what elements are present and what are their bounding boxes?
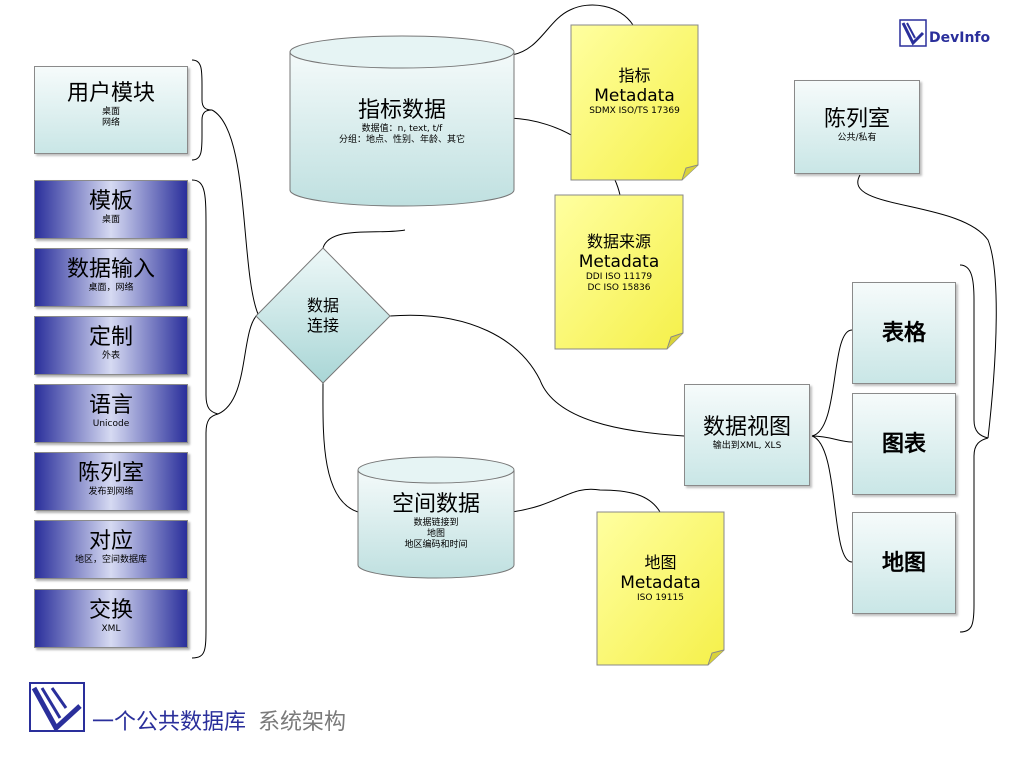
module-title: 陈列室 xyxy=(77,461,144,486)
footer-title: 一个公共数据库系统架构 xyxy=(92,704,346,736)
gallery-title: 陈列室 xyxy=(823,107,890,132)
source-meta-label: Metadata xyxy=(578,252,660,272)
indicator-metadata-note xyxy=(570,24,699,181)
output-chart-box: 图表 xyxy=(852,393,956,495)
module-data-entry: 数据输入 桌面，网络 xyxy=(34,248,188,307)
devinfo-logo-icon xyxy=(899,19,927,47)
indicator-db-text: 指标数据 数据值：n, text, t/f 分组：地点、性别、年龄、其它 xyxy=(290,98,514,146)
map-meta-title: 地图 xyxy=(644,553,677,572)
gallery-box: 陈列室 公共/私有 xyxy=(794,80,920,174)
line-gallery-to-brace xyxy=(857,174,997,439)
footer-main-title: 一个公共数据库 xyxy=(92,710,247,735)
spatial-db-text: 空间数据 数据链接到 地图 地区编码和时间 xyxy=(358,492,514,551)
source-meta-std1: DDI ISO 11179 xyxy=(585,272,653,282)
spatial-db-title: 空间数据 xyxy=(391,492,480,517)
module-exchange: 交换 XML xyxy=(34,589,188,648)
user-module-box: 用户模块 桌面 网络 xyxy=(34,66,188,154)
indicator-database xyxy=(289,35,515,207)
output-table-box: 表格 xyxy=(852,282,956,384)
brace-left-modules xyxy=(191,179,219,659)
line-diamond-to-spatial xyxy=(322,381,359,513)
map-meta-label: Metadata xyxy=(620,573,701,593)
module-title: 数据输入 xyxy=(66,257,155,282)
brace-outputs xyxy=(959,264,989,633)
indicator-meta-title: 指标 xyxy=(618,66,651,85)
module-title: 模板 xyxy=(88,189,133,214)
source-metadata-note xyxy=(554,194,684,350)
module-sub: 桌面，网络 xyxy=(88,283,134,293)
data-connect-text: 数据 连接 xyxy=(283,296,363,336)
devinfo-logo-text: DevInfo xyxy=(929,30,991,46)
output-map-title: 地图 xyxy=(881,551,926,576)
indicator-meta-label: Metadata xyxy=(594,86,675,106)
source-meta-std2: DC ISO 15836 xyxy=(587,283,651,293)
data-view-sub: 输出到XML, XLS xyxy=(712,441,782,451)
indicator-db-line2: 分组：地点、性别、年龄、其它 xyxy=(338,135,465,145)
footer-logo-icon xyxy=(29,682,85,732)
indicator-meta-text: 指标 Metadata SDMX ISO/TS 17369 xyxy=(571,66,698,117)
indicator-meta-std: SDMX ISO/TS 17369 xyxy=(589,106,680,116)
module-sub: 外表 xyxy=(101,351,120,361)
module-gallery: 陈列室 发布到网络 xyxy=(34,452,188,511)
source-meta-title: 数据来源 xyxy=(586,232,651,251)
output-map-box: 地图 xyxy=(852,512,956,614)
line-dataview-to-chart xyxy=(811,435,853,443)
line-modules-to-diamond xyxy=(217,313,259,415)
data-connect-diamond xyxy=(255,247,391,384)
source-meta-text: 数据来源 Metadata DDI ISO 11179 DC ISO 15836 xyxy=(555,232,683,294)
line-spatial-to-mapmeta xyxy=(511,488,661,513)
module-template: 模板 桌面 xyxy=(34,180,188,239)
module-title: 对应 xyxy=(88,529,133,554)
indicator-db-title: 指标数据 xyxy=(357,98,446,123)
data-view-title: 数据视图 xyxy=(702,415,791,440)
output-table-title: 表格 xyxy=(881,321,926,346)
spatial-db-line3: 地区编码和时间 xyxy=(404,540,468,550)
line-indicator-to-meta xyxy=(511,4,634,56)
line-diamond-to-indicator xyxy=(322,229,406,249)
gallery-sub: 公共/私有 xyxy=(837,133,877,143)
module-mapping: 对应 地区，空间数据库 xyxy=(34,520,188,579)
line-dataview-to-table xyxy=(811,329,853,437)
module-sub: 发布到网络 xyxy=(88,487,134,497)
map-meta-text: 地图 Metadata ISO 19115 xyxy=(597,553,724,604)
module-sub: Unicode xyxy=(92,419,130,429)
line-diamond-to-dataview xyxy=(389,314,685,437)
module-sub: 桌面 xyxy=(101,215,120,225)
indicator-db-line1: 数据值：n, text, t/f xyxy=(361,124,443,134)
data-view-box: 数据视图 输出到XML, XLS xyxy=(684,384,810,486)
module-language: 语言 Unicode xyxy=(34,384,188,443)
map-meta-std: ISO 19115 xyxy=(637,593,684,603)
line-user-to-diamond xyxy=(211,109,259,315)
user-module-sub2: 网络 xyxy=(101,118,120,128)
map-metadata-note xyxy=(596,511,725,666)
output-chart-title: 图表 xyxy=(881,432,926,457)
user-module-sub1: 桌面 xyxy=(101,107,120,117)
module-title: 定制 xyxy=(88,325,133,350)
line-dataview-to-map xyxy=(811,435,853,563)
spatial-db-line2: 地图 xyxy=(426,529,445,539)
module-sub: 地区，空间数据库 xyxy=(74,555,147,565)
data-connect-line1: 数据 xyxy=(306,296,339,315)
footer-subtitle: 系统架构 xyxy=(258,710,347,735)
module-sub: XML xyxy=(101,624,121,634)
spatial-db-line1: 数据链接到 xyxy=(413,518,459,528)
module-customize: 定制 外表 xyxy=(34,316,188,375)
user-module-title: 用户模块 xyxy=(66,81,155,106)
module-title: 交换 xyxy=(88,598,133,623)
module-title: 语言 xyxy=(88,393,133,418)
data-connect-line2: 连接 xyxy=(306,316,339,335)
brace-user-module xyxy=(191,59,213,161)
spatial-database xyxy=(357,456,515,579)
